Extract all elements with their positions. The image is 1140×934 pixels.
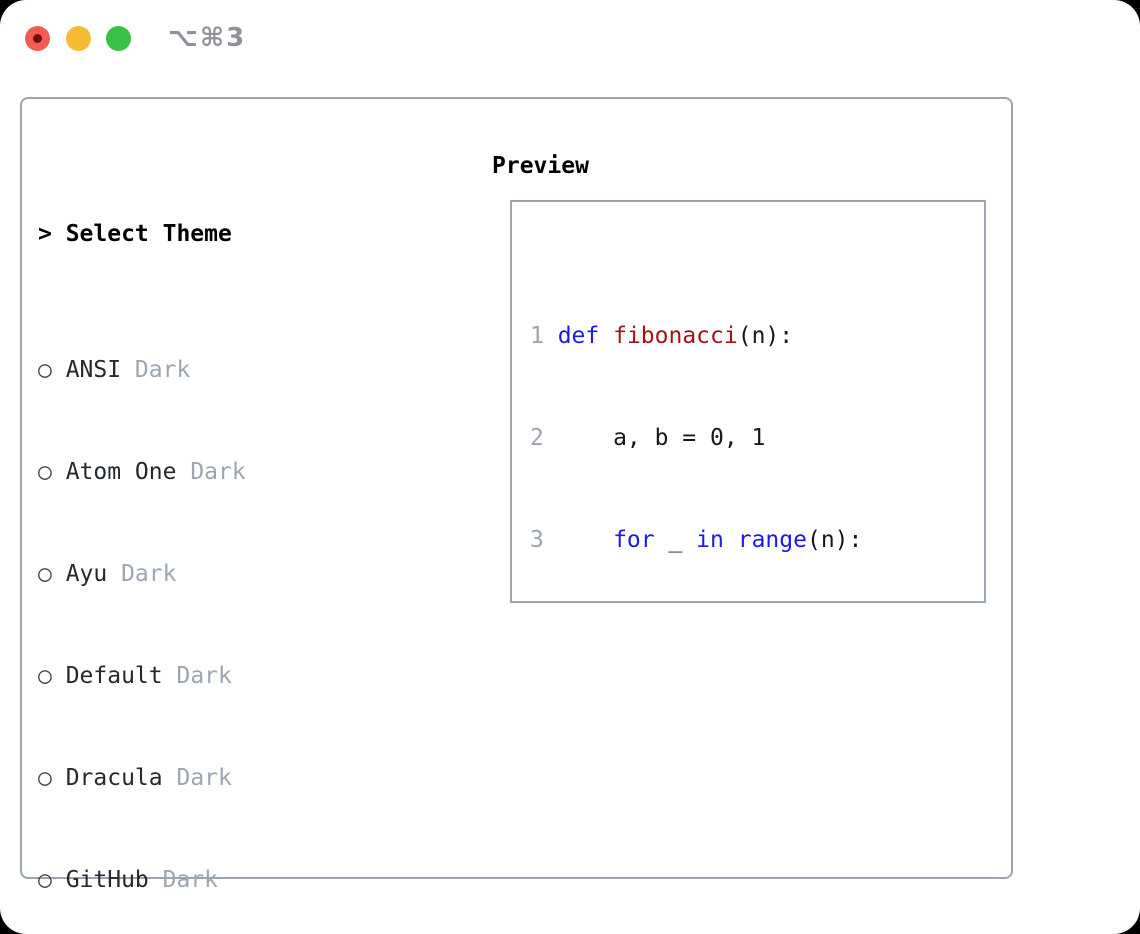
radio-icon: ○ bbox=[38, 561, 52, 587]
line-number: 2 bbox=[530, 425, 544, 451]
select-theme-header: > Select Theme bbox=[38, 217, 426, 251]
theme-option-ayu-dark[interactable]: ○ Ayu Dark bbox=[38, 557, 426, 591]
theme-variant: Dark bbox=[176, 663, 232, 689]
preview-title: Preview bbox=[492, 153, 589, 179]
theme-option-atom-one-dark[interactable]: ○ Atom One Dark bbox=[38, 455, 426, 489]
close-button[interactable] bbox=[25, 26, 50, 51]
prompt-icon: > bbox=[38, 221, 52, 247]
theme-name: Atom One bbox=[65, 459, 177, 485]
maximize-button[interactable] bbox=[106, 26, 131, 51]
line-number: 3 bbox=[530, 527, 544, 553]
theme-option-github-dark[interactable]: ○ GitHub Dark bbox=[38, 863, 426, 897]
titlebar: ⌥⌘3 bbox=[0, 0, 1140, 78]
radio-icon: ○ bbox=[38, 357, 52, 383]
code-text: for _ in range(n): bbox=[613, 527, 863, 553]
radio-icon: ○ bbox=[38, 765, 52, 791]
code-line: 2 a, b = 0, 1 bbox=[530, 421, 984, 455]
select-theme-title: Select Theme bbox=[65, 221, 232, 247]
theme-variant: Dark bbox=[176, 765, 232, 791]
theme-option-default-dark[interactable]: ○ Default Dark bbox=[38, 659, 426, 693]
theme-name: Ayu bbox=[65, 561, 108, 587]
theme-name: Dracula bbox=[65, 765, 163, 791]
code-line: 1 def fibonacci(n): bbox=[530, 319, 984, 353]
close-dot-icon bbox=[33, 34, 42, 43]
radio-icon: ○ bbox=[38, 663, 52, 689]
theme-name: GitHub bbox=[65, 867, 149, 893]
theme-option-dracula-dark[interactable]: ○ Dracula Dark bbox=[38, 761, 426, 795]
theme-variant: Dark bbox=[134, 357, 191, 383]
radio-icon: ○ bbox=[38, 867, 52, 893]
theme-variant: Dark bbox=[162, 867, 219, 893]
code-text: def fibonacci(n): bbox=[557, 323, 794, 349]
theme-name: ANSI bbox=[65, 357, 122, 383]
preview-box: 1 def fibonacci(n): 2 a, b = 0, 1 3 for _… bbox=[510, 200, 986, 603]
window-title: ⌥⌘3 bbox=[168, 23, 247, 53]
theme-variant: Dark bbox=[121, 561, 177, 587]
radio-icon: ○ bbox=[38, 459, 52, 485]
theme-name: Default bbox=[65, 663, 163, 689]
line-number: 1 bbox=[530, 323, 544, 349]
theme-option-ansi-dark[interactable]: ○ ANSI Dark bbox=[38, 353, 426, 387]
code-line: 3 for _ in range(n): bbox=[530, 523, 984, 557]
theme-variant: Dark bbox=[190, 459, 246, 485]
code-text: a, b = 0, 1 bbox=[557, 425, 766, 451]
minimize-button[interactable] bbox=[66, 26, 91, 51]
